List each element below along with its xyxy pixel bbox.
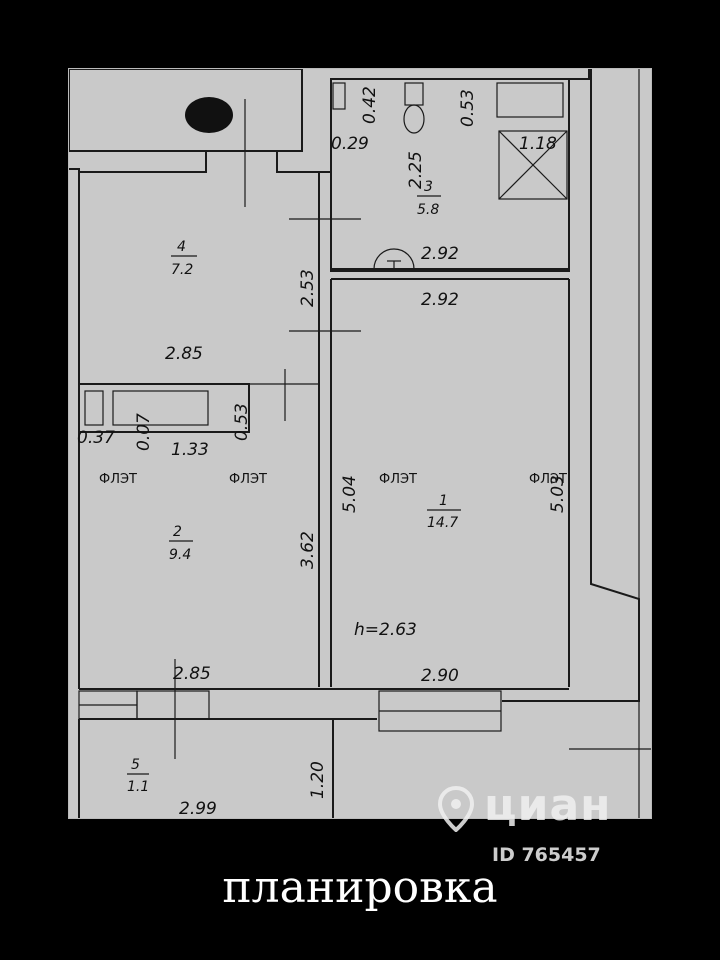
dim-room1-right-height: 5.03 xyxy=(548,475,568,513)
caption: планировка xyxy=(222,862,498,913)
wall-room4-top xyxy=(79,150,331,173)
closet-side xyxy=(84,390,104,426)
floor-plan: ФЛЭТ ФЛЭТ ФЛЭТ ФЛЭТ 1 14.7 2 9.4 3 5.8 4… xyxy=(69,69,651,818)
dim-room1-width-top: 2.92 xyxy=(421,290,459,310)
svg-text:ФЛЭТ: ФЛЭТ xyxy=(229,472,267,487)
balcony-door xyxy=(136,690,210,720)
ceiling-height: h=2.63 xyxy=(354,620,417,640)
room-5-number: 5 xyxy=(131,757,140,773)
dim-balcony-width: 2.99 xyxy=(179,799,217,818)
cian-watermark: циан ID 765457 xyxy=(436,780,656,870)
watermark-logo-text: циан xyxy=(484,780,612,831)
svg-text:ФЛЭТ: ФЛЭТ xyxy=(99,472,137,487)
wall-top-right xyxy=(569,69,590,80)
dim-closet-007: 0.07 xyxy=(134,413,154,451)
wall-top-left-block xyxy=(69,69,303,152)
floor-plan-frame xyxy=(68,68,652,819)
dim-room4-width: 2.85 xyxy=(165,344,203,364)
scribbled-mark-icon xyxy=(185,97,233,133)
dim-room4-height: 2.53 xyxy=(298,269,318,307)
location-pin-icon xyxy=(438,786,474,832)
wall-closet xyxy=(78,383,250,433)
dim-bath-042: 0.42 xyxy=(360,86,380,124)
room-2-number: 2 xyxy=(173,524,182,540)
dim-closet-053: 0.53 xyxy=(232,403,252,441)
room-1-number: 1 xyxy=(439,493,448,509)
svg-text:ФЛЭТ: ФЛЭТ xyxy=(529,472,567,487)
watermark-id-text: ID 765457 xyxy=(492,844,601,866)
shower-icon xyxy=(498,130,568,200)
room-labels: 1 14.7 2 9.4 3 5.8 4 7.2 5 1.1 xyxy=(127,179,461,795)
dim-closet-133: 1.33 xyxy=(171,440,209,460)
ventilation-icon xyxy=(373,248,415,270)
dim-bath-225: 2.25 xyxy=(406,151,426,189)
dim-closet-037: 0.37 xyxy=(77,428,115,448)
dim-bath-width: 2.92 xyxy=(421,244,459,264)
dimension-labels: 0.42 0.29 0.53 2.25 1.18 2.92 2.92 2.53 … xyxy=(77,86,568,818)
svg-text:ФЛЭТ: ФЛЭТ xyxy=(379,472,417,487)
room-5-area: 1.1 xyxy=(127,779,149,795)
closet-shelf xyxy=(112,390,209,426)
toilet-icon xyxy=(403,104,425,134)
washer-icon xyxy=(332,82,346,110)
dim-room2-height: 3.62 xyxy=(298,531,318,569)
dim-room1-left-height: 5.04 xyxy=(340,475,360,513)
room-4-area: 7.2 xyxy=(171,262,193,278)
dim-room2-width: 2.85 xyxy=(173,664,211,684)
room-4-number: 4 xyxy=(177,239,186,255)
room-3-number: 3 xyxy=(424,179,433,195)
wall-right-outer xyxy=(502,69,640,702)
faint-background-watermark: ФЛЭТ ФЛЭТ ФЛЭТ ФЛЭТ xyxy=(99,472,567,487)
room-2-area: 9.4 xyxy=(169,547,191,563)
room-3-area: 5.8 xyxy=(417,202,439,218)
room-1-area: 14.7 xyxy=(427,515,458,531)
wall-left xyxy=(69,168,80,689)
dim-bath-053: 0.53 xyxy=(458,89,478,127)
dim-bath-029: 0.29 xyxy=(331,134,369,154)
bathroom-fixtures xyxy=(332,82,568,200)
door-markers xyxy=(174,99,415,759)
sink-icon xyxy=(496,82,564,118)
dim-balcony-height: 1.20 xyxy=(308,761,328,799)
dim-shower-118: 1.18 xyxy=(519,134,557,154)
wall-bathroom xyxy=(330,78,570,272)
walls xyxy=(69,69,651,818)
dim-room1-width-bottom: 2.90 xyxy=(421,666,459,686)
